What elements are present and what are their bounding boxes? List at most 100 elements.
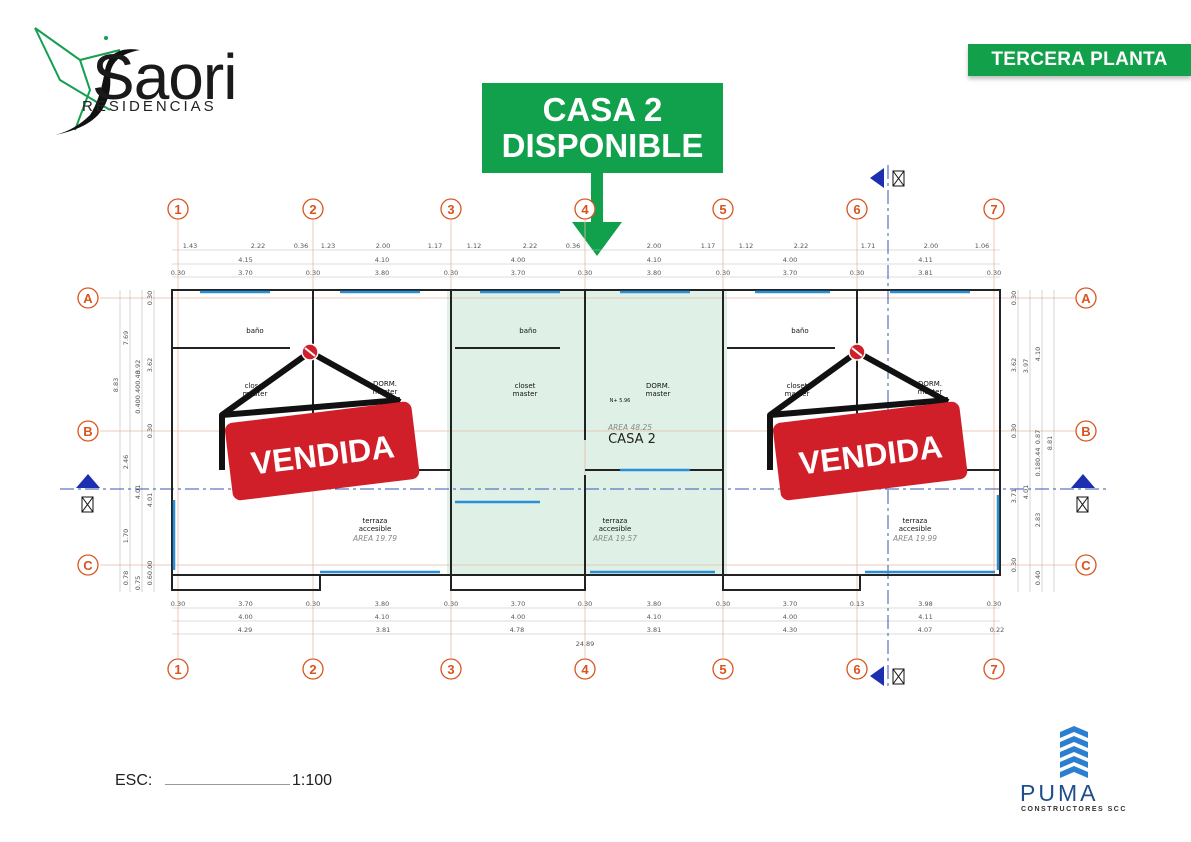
grid-label: 7 <box>990 202 997 217</box>
dimension-label: 2.00 <box>376 242 390 250</box>
dimension-label: 0.13 <box>850 600 864 608</box>
dimension-label: 0.30 <box>171 269 185 277</box>
dimension-label: 4.01 <box>1022 485 1030 499</box>
dimension-label: 4.78 <box>510 626 524 634</box>
grid-label: A <box>83 291 93 306</box>
dimension-label: 3.70 <box>783 269 797 277</box>
dimension-label: 3.98 <box>918 600 932 608</box>
grid-label: 1 <box>174 662 181 677</box>
grid-bubble <box>983 658 1005 680</box>
dimension-label: 1.12 <box>739 242 753 250</box>
room-label: accesible <box>599 525 632 533</box>
grid-label: 3 <box>447 662 454 677</box>
dimension-label: 1.17 <box>701 242 715 250</box>
dimension-label: 4.01 <box>146 493 154 507</box>
dimension-label: 4.30 <box>783 626 797 634</box>
puma-logo-icon <box>1060 726 1088 778</box>
dimension-label: 3.70 <box>238 600 252 608</box>
scale-line <box>165 784 290 785</box>
dimension-label: 0.30 <box>146 291 154 305</box>
dimension-label: 3.62 <box>1010 358 1018 372</box>
grid-label: A <box>1081 291 1091 306</box>
grid-label: 5 <box>719 202 726 217</box>
dimension-label: 1.23 <box>321 242 335 250</box>
dimension-label: 4.00 <box>238 613 252 621</box>
dimension-label: 0.30 <box>850 269 864 277</box>
grid-bubble <box>1075 420 1097 442</box>
available-callout: CASA 2 DISPONIBLE <box>482 83 723 173</box>
grid-label: B <box>1081 424 1090 439</box>
grid-label: 2 <box>309 202 316 217</box>
dimension-label: 0.30 <box>578 269 592 277</box>
dimension-label: 1.71 <box>861 242 875 250</box>
grid-bubble <box>574 198 596 220</box>
callout-line1: CASA 2 <box>542 91 663 128</box>
dimension-label: 2.83 <box>1034 513 1042 527</box>
room-label: master <box>513 390 538 398</box>
grid-bubble <box>574 658 596 680</box>
grid-bubble <box>302 198 324 220</box>
sold-sign-right: VENDIDA <box>767 343 968 501</box>
room-label: master <box>646 390 671 398</box>
dimension-label: 0.30 <box>171 600 185 608</box>
dimension-label: 0.78 <box>122 571 130 585</box>
dimension-label: 3.81 <box>918 269 932 277</box>
dimension-label: 0.30 <box>716 269 730 277</box>
room-label: closet <box>787 382 808 390</box>
grid-bubble <box>1075 554 1097 576</box>
dimension-label: 1.70 <box>122 529 130 543</box>
dimension-label: 3.70 <box>238 269 252 277</box>
windows <box>172 290 1000 574</box>
dimension-label: 0.30 <box>444 269 458 277</box>
dimension-label: 4.11 <box>918 613 932 621</box>
room-label: terraza <box>363 517 388 525</box>
callout-arrow-icon <box>572 173 622 256</box>
dimension-label: 1.12 <box>467 242 481 250</box>
dimension-label: 8.81 <box>1046 436 1054 450</box>
brand-subtitle: RESIDENCIAS <box>82 98 217 115</box>
scale-label: ESC: <box>115 772 153 789</box>
grid-bubble <box>302 658 324 680</box>
grid-label: 7 <box>990 662 997 677</box>
dimension-label: 4.00 <box>783 256 797 264</box>
room-label: DORM. <box>646 382 670 390</box>
dimension-label: 0.22 <box>990 626 1004 634</box>
dimension-label: 3.71 <box>1010 489 1018 503</box>
grid-bubble <box>983 198 1005 220</box>
dimension-label: 0.30 <box>146 424 154 438</box>
room-label: DORM. <box>373 380 397 388</box>
dimension-label: 2.46 <box>122 455 130 469</box>
dimension-label: 1.06 <box>975 242 989 250</box>
dimension-label: 4.10 <box>375 613 389 621</box>
dimension-label: 3.70 <box>511 269 525 277</box>
dimension-label: 4.10 <box>375 256 389 264</box>
grid-label: B <box>83 424 92 439</box>
dimension-label: 3.80 <box>647 269 661 277</box>
grid-bubble <box>77 287 99 309</box>
dimension-total: 24.89 <box>576 640 595 648</box>
builder-subtitle: CONSTRUCTORES SCC <box>1021 806 1127 813</box>
dimension-label: 0.400.400.40 <box>134 370 142 413</box>
dimension-label: 4.10 <box>647 613 661 621</box>
dimension-label: 2.22 <box>523 242 537 250</box>
dimension-label: 4.00 <box>511 256 525 264</box>
dimension-label: 4.15 <box>238 256 252 264</box>
grid-label: 5 <box>719 662 726 677</box>
dimension-label: 0.30 <box>444 600 458 608</box>
room-label: closet <box>245 382 266 390</box>
dimension-label: 3.70 <box>511 600 525 608</box>
dimension-label: 4.10 <box>647 256 661 264</box>
grid-bubble <box>440 198 462 220</box>
grid-label: C <box>83 558 93 573</box>
grid-bubble <box>846 658 868 680</box>
dimension-label: 3.80 <box>375 600 389 608</box>
dimension-label: 0.30 <box>1010 558 1018 572</box>
dimension-label: 3.70 <box>783 600 797 608</box>
room-label: terraza <box>903 517 928 525</box>
level-label: N+ 5.96 <box>610 398 631 404</box>
callout-line2: DISPONIBLE <box>501 127 704 164</box>
dimension-label: 2.22 <box>794 242 808 250</box>
saori-logo <box>30 20 260 140</box>
room-label: baño <box>791 327 808 335</box>
room-label: accesible <box>899 525 932 533</box>
